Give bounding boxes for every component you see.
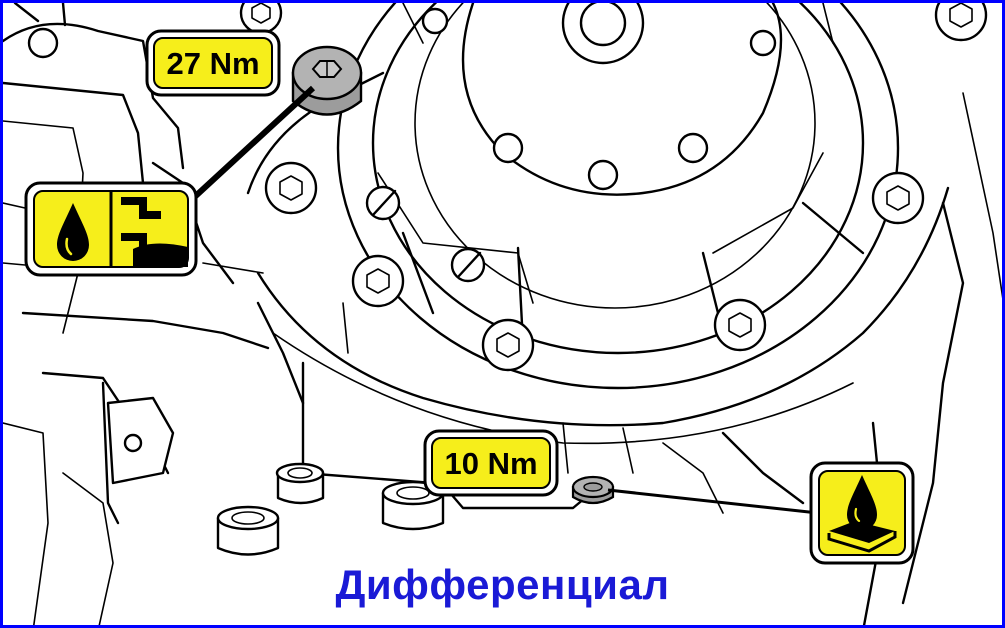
lower-bosses xyxy=(216,462,445,556)
leader-lines xyxy=(185,85,819,515)
diagram-caption: Дифференциал xyxy=(335,561,670,608)
torque-label-lower: 10 Nm xyxy=(444,446,537,481)
left-housing xyxy=(3,3,270,625)
oil-filler-plug-icon xyxy=(291,45,363,116)
gearbox-illustration: 27 Nm 10 Nm xyxy=(3,3,1002,625)
flange-bolts xyxy=(239,3,988,372)
torque-badge-upper: 27 Nm xyxy=(145,29,281,97)
oil-drain-plug-icon xyxy=(571,475,615,505)
torque-label-upper: 27 Nm xyxy=(166,46,259,81)
oil-drain-icon xyxy=(809,461,915,565)
oil-fill-level-icon xyxy=(24,181,198,277)
torque-badge-lower: 10 Nm xyxy=(423,429,559,497)
